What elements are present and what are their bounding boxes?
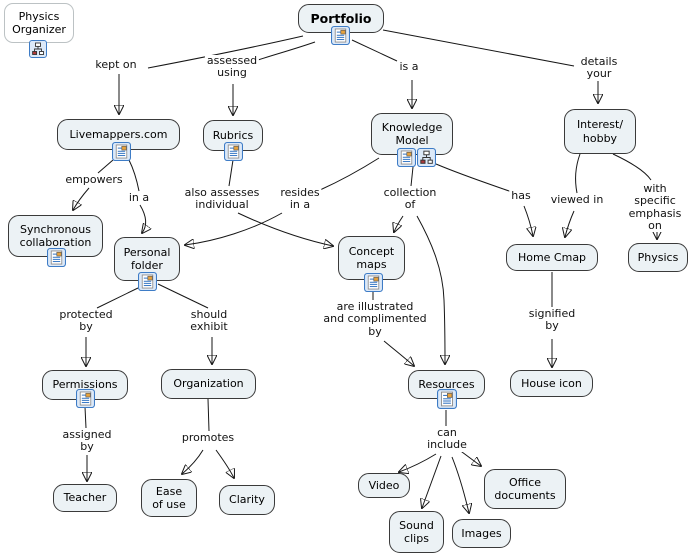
linking-phrase-details-your[interactable]: details your: [578, 55, 620, 81]
edge-permissions-to-assigned-by: [84, 406, 87, 429]
linking-phrase-with-specific-emphasis-on[interactable]: with specific emphasis on: [626, 182, 684, 233]
linking-phrase-should-exhibit[interactable]: should exhibit: [188, 308, 230, 334]
concept-sound-clips[interactable]: Sound clips: [389, 511, 444, 553]
linking-phrase-resides-in-a[interactable]: resides in a: [278, 186, 322, 212]
resource-icon[interactable]: [224, 142, 242, 160]
edge-livemappers-to-in-a: [128, 159, 140, 192]
edge-knowledge-model-to-collection-of: [410, 166, 414, 187]
linking-phrase-signified-by[interactable]: signified by: [526, 307, 578, 333]
resource-icon[interactable]: [76, 389, 94, 407]
resource-icon[interactable]: [437, 389, 455, 407]
resource-icon[interactable]: [397, 148, 415, 166]
concept-house-icon[interactable]: House icon: [510, 370, 593, 397]
concept-interest-hobby[interactable]: Interest/ hobby: [564, 109, 636, 154]
arrow-also-assesses-to-concept-maps: [237, 212, 333, 246]
arrow-are-illustrated-to-resources: [383, 340, 414, 366]
concept-ease-of-use[interactable]: Ease of use: [141, 479, 197, 517]
arrow-can-include-to-images: [451, 456, 469, 513]
edge-personal-folder-to-protected-by: [96, 287, 139, 309]
resource-icon[interactable]: [112, 142, 130, 160]
edge-rubrics-to-also-assesses: [228, 159, 234, 187]
arrow-in-a-to-personal-folder: [139, 204, 146, 233]
concept-video[interactable]: Video: [358, 473, 410, 498]
arrow-edge-segments: [73, 74, 657, 513]
resource-icon[interactable]: [331, 26, 349, 44]
edge-organization-to-promotes: [207, 398, 210, 432]
arrow-has-to-home-cmap: [523, 205, 533, 236]
plain-edge-segments: [84, 29, 652, 432]
arrow-promotes-to-clarity: [215, 449, 234, 478]
concept-images[interactable]: Images: [452, 519, 511, 548]
edge-portfolio-to-kept-on: [147, 35, 304, 69]
resource-icon[interactable]: [47, 248, 65, 266]
concept-clarity[interactable]: Clarity: [219, 485, 275, 515]
linking-phrase-promotes[interactable]: promotes: [179, 431, 237, 445]
linking-phrase-assessed-using[interactable]: assessed using: [204, 54, 260, 80]
linking-phrase-protected-by[interactable]: protected by: [57, 308, 115, 334]
linking-phrase-kept-on[interactable]: kept on: [93, 58, 139, 72]
edge-knowledge-model-to-resides-in-a: [319, 157, 380, 191]
concept-teacher[interactable]: Teacher: [53, 484, 117, 512]
edge-personal-folder-to-should-exhibit: [157, 283, 209, 309]
linking-phrase-collection-of[interactable]: collection of: [381, 186, 439, 212]
arrow-collection-of-to-concept-maps: [394, 215, 404, 232]
linking-phrase-are-illustrated-and-complimented-by[interactable]: are illustrated and complimented by: [321, 300, 429, 338]
concept-map-icon[interactable]: [417, 148, 435, 166]
linking-phrase-can-include[interactable]: can include: [425, 426, 469, 452]
arrow-resides-in-a-to-personal-folder: [185, 212, 283, 245]
resource-icon[interactable]: [138, 272, 156, 290]
map-title-node[interactable]: Physics Organizer: [4, 3, 74, 43]
arrow-promotes-to-ease-of-use: [182, 449, 204, 474]
linking-phrase-in-a[interactable]: in a: [126, 191, 152, 205]
edge-portfolio-to-details-your: [382, 29, 575, 67]
arrow-can-include-to-sound-clips: [422, 455, 442, 508]
concept-concept-maps[interactable]: Concept maps: [338, 236, 405, 280]
linking-phrase-assigned-by[interactable]: assigned by: [60, 428, 114, 454]
linking-phrase-viewed-in[interactable]: viewed in: [548, 193, 606, 207]
concept-map-icon[interactable]: [29, 40, 47, 58]
arrow-collection-of-to-resources: [416, 215, 445, 364]
edge-interest-hobby-to-with-specific: [612, 153, 652, 181]
edge-knowledge-model-to-has: [435, 163, 513, 193]
linking-phrase-is-a[interactable]: is a: [397, 60, 421, 74]
arrow-viewed-in-to-home-cmap: [565, 210, 575, 237]
concept-livemappers[interactable]: Livemappers.com: [57, 119, 180, 150]
concept-organization[interactable]: Organization: [161, 369, 256, 399]
edge-livemappers-to-empowers: [97, 159, 114, 174]
concept-office-documents[interactable]: Office documents: [484, 469, 566, 509]
resource-icon[interactable]: [364, 273, 382, 291]
arrow-can-include-to-video: [399, 453, 437, 472]
concept-home-cmap[interactable]: Home Cmap: [506, 244, 598, 271]
concept-resources[interactable]: Resources: [408, 370, 485, 399]
edge-portfolio-to-is-a: [351, 39, 398, 62]
edge-interest-hobby-to-viewed-in: [575, 153, 581, 194]
linking-phrase-has[interactable]: has: [509, 189, 533, 203]
linking-phrase-empowers[interactable]: empowers: [63, 173, 125, 187]
arrow-empowers-to-synchronous-collaboration: [73, 187, 90, 210]
linking-phrase-also-assesses-individual[interactable]: also assesses individual: [182, 186, 262, 212]
concept-physics[interactable]: Physics: [628, 243, 688, 272]
